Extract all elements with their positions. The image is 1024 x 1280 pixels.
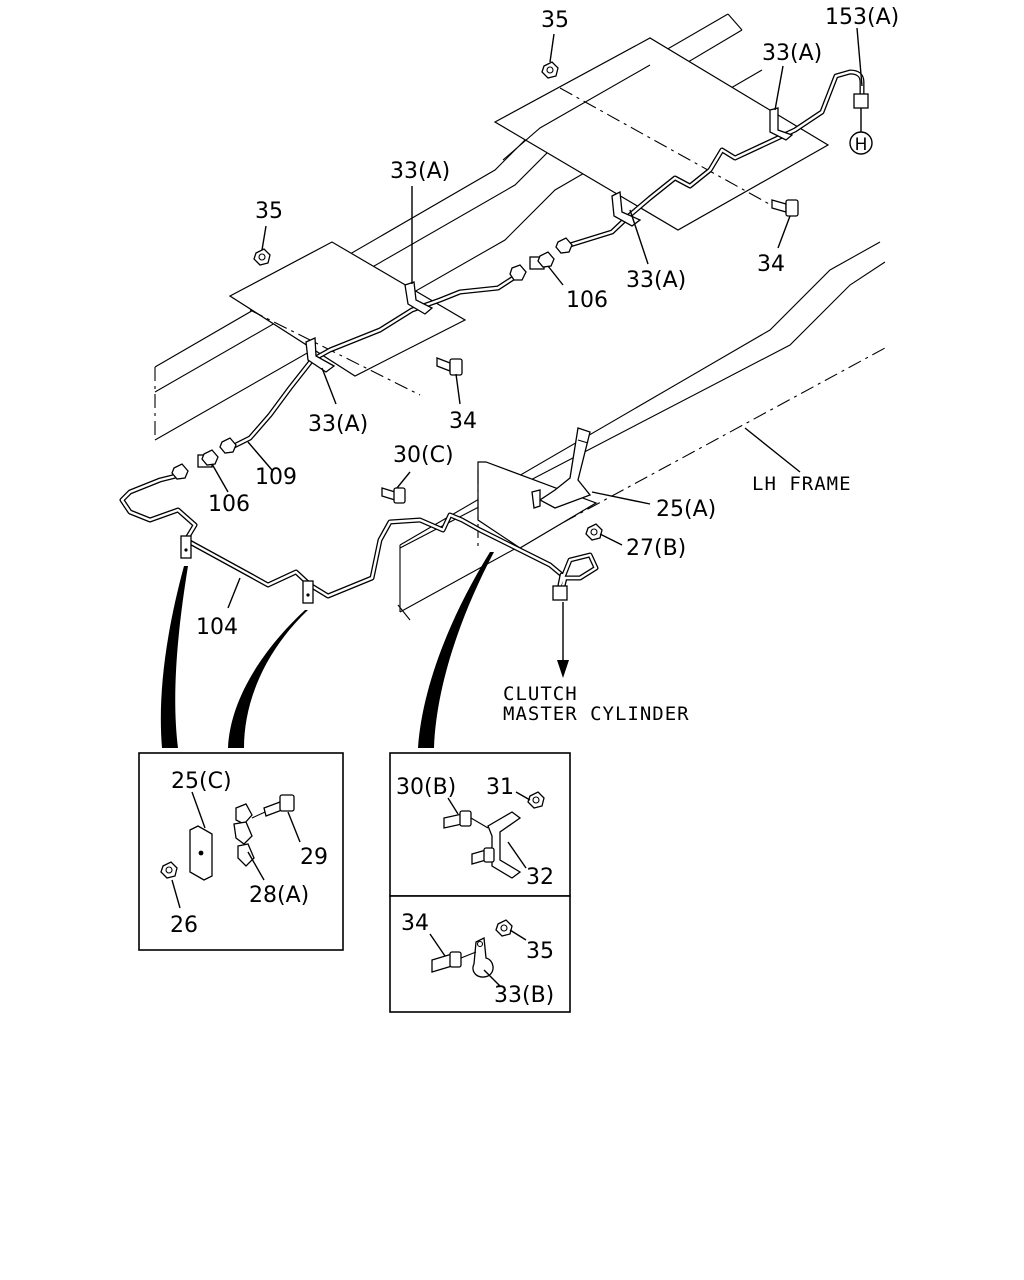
label-153a: 153(A) <box>825 5 899 30</box>
label-25c: 25(C) <box>171 769 232 794</box>
nut-35-top <box>541 61 559 79</box>
label-33b: 33(B) <box>494 983 554 1008</box>
label-lh-frame: LH FRAME <box>752 473 852 495</box>
label-35-top: 35 <box>541 8 569 33</box>
leader-lines <box>211 27 863 678</box>
clip-104-left <box>180 535 192 559</box>
label-34-mid: 34 <box>449 409 477 434</box>
label-33a-top-right: 33(A) <box>762 41 822 66</box>
bolt-34-right <box>771 199 799 217</box>
clip-33a-upper-right <box>769 107 794 141</box>
nut-27b <box>585 523 603 541</box>
clip-104-right <box>302 580 314 604</box>
pipe-109 <box>229 357 315 450</box>
clip-33a-low <box>305 337 336 373</box>
detail-callout-tapers <box>160 552 494 748</box>
label-25a: 25(A) <box>656 497 716 522</box>
label-27b: 27(B) <box>626 536 686 561</box>
label-30b: 30(B) <box>396 775 456 800</box>
main-labels: 35 153(A) 33(A) 33(A) 35 34 33(A) 106 34… <box>196 5 899 725</box>
label-28a: 28(A) <box>249 883 309 908</box>
label-30c: 30(C) <box>393 443 454 468</box>
detail-box-clip-33b: 34 35 33(B) <box>389 895 571 1013</box>
clutch-pipe-end-nut <box>552 585 568 601</box>
union-106-left <box>171 437 237 480</box>
label-35-detail: 35 <box>526 939 554 964</box>
nut-35-left <box>253 248 271 266</box>
label-26: 26 <box>170 913 198 938</box>
bolt-30c <box>381 487 406 504</box>
label-35-left: 35 <box>255 199 283 224</box>
label-34-right: 34 <box>757 252 785 277</box>
label-32: 32 <box>526 865 554 890</box>
pipe-104 <box>119 472 599 599</box>
detail-box-bracket-32: 30(B) 31 32 <box>389 752 571 897</box>
shield-plate-lower <box>228 241 467 396</box>
bracket-25a <box>531 427 592 509</box>
label-master-cylinder: MASTER CYLINDER <box>503 703 690 725</box>
bolt-34-mid <box>436 357 463 376</box>
label-33a-mid: 33(A) <box>626 268 686 293</box>
label-109: 109 <box>255 465 297 490</box>
label-31: 31 <box>486 775 514 800</box>
label-106-right: 106 <box>566 288 608 313</box>
label-33a-top-center: 33(A) <box>390 159 450 184</box>
label-106-left: 106 <box>208 492 250 517</box>
label-33a-low: 33(A) <box>308 412 368 437</box>
label-104: 104 <box>196 615 238 640</box>
label-29: 29 <box>300 845 328 870</box>
clip-33a-mid <box>404 281 434 315</box>
label-34-detail: 34 <box>401 911 429 936</box>
union-106-right <box>509 237 573 281</box>
connection-marker-h: H <box>849 108 873 155</box>
marker-h-text: H <box>855 135 868 155</box>
label-clutch: CLUTCH <box>503 683 578 705</box>
detail-box-pipe-clamp: 25(C) 29 28(A) 26 <box>138 752 344 951</box>
